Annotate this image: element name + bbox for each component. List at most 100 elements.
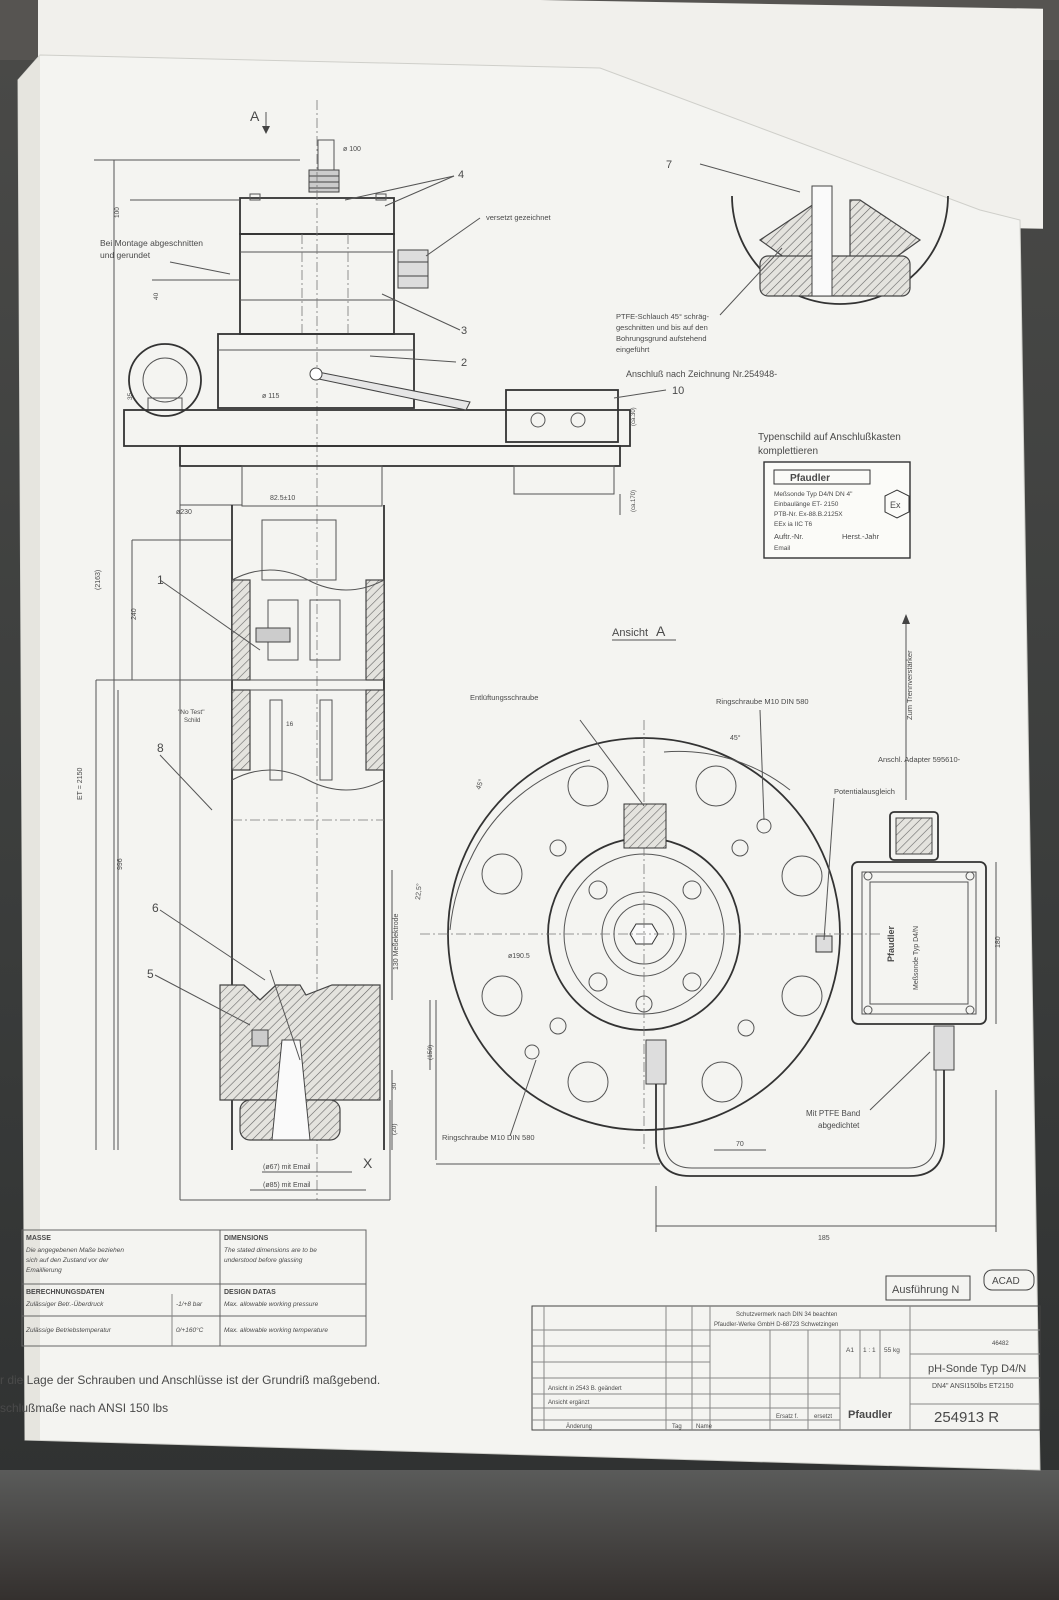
nameplate-line5b: Herst.-Jahr — [842, 532, 880, 541]
schutz-label: Schutzvermerk nach DIN 34 beachten — [736, 1312, 837, 1318]
nameplate-line6: Email — [774, 545, 791, 552]
label-montage-1: Bei Montage abgeschnitten — [100, 238, 203, 248]
angle-22-5: 22,5° — [414, 883, 423, 900]
angle-45a: 45° — [730, 734, 741, 742]
callout-3: 3 — [461, 325, 467, 337]
ptfe-note-3: Bohrungsgrund aufstehend — [616, 334, 707, 343]
label-ptfe-band-1: Mit PTFE Band — [806, 1109, 860, 1118]
footer-note-2: schlußmaße nach ANSI 150 lbs — [0, 1401, 168, 1415]
dimensions-text-1: The stated dimensions are to be — [224, 1247, 317, 1254]
drawing-title: pH-Sonde Typ D4/N — [928, 1363, 1026, 1375]
title-block: Ausführung N ACAD Schutzvermerk nach DIN… — [531, 1269, 1041, 1431]
dim-825: 82.5±10 — [270, 495, 295, 502]
masse-text-1: Die angegebenen Maße beziehen — [26, 1247, 124, 1254]
ersatz-label: Ersatz f. — [776, 1414, 798, 1420]
ersetzt-label: ersetzt — [814, 1414, 832, 1420]
box-brand: Pfaudler — [886, 925, 896, 962]
aenderung-label: Änderung — [566, 1423, 592, 1430]
masse-head: MASSE — [26, 1235, 51, 1242]
label-potentialausgleich: Potentialausgleich — [834, 787, 895, 796]
design-head: DESIGN DATAS — [224, 1289, 276, 1296]
paper-shadow-fold — [18, 55, 40, 1440]
label-adapter: Anschl. Adapter 595610- — [878, 755, 961, 764]
nameplate-brand: Pfaudler — [790, 473, 830, 484]
dim-100: 100 — [114, 207, 121, 218]
notes-table: MASSE Die angegebenen Maße beziehen sich… — [21, 1229, 367, 1347]
flange-top-view — [420, 709, 880, 1165]
top-leaders — [94, 159, 667, 1150]
num-right-label: 46482 — [992, 1341, 1009, 1347]
callout-6: 6 — [152, 901, 159, 915]
dim-d67: (ø67) mit Email — [263, 1164, 311, 1171]
nameplate-line3: PTB-Nr. Ex-88.B.2125X — [774, 511, 843, 518]
label-ptfe-band-2: abgedichtet — [818, 1121, 860, 1130]
angle-45b: 45° — [474, 778, 485, 791]
no-test-label-2: Schild — [184, 718, 200, 724]
berechnung-val1: -1/+8 bar — [176, 1301, 203, 1308]
view-a-title: Ansicht — [612, 627, 648, 639]
title-brand: Pfaudler — [848, 1409, 893, 1421]
dim-70: 70 — [736, 1141, 744, 1148]
design-row1: Max. allowable working pressure — [224, 1301, 319, 1308]
dim-996: 996 — [117, 858, 124, 870]
size-label: A1 — [846, 1347, 854, 1354]
berechnung-head: BERECHNUNGSDATEN — [26, 1289, 104, 1296]
ptfe-note-2: geschnitten und bis auf den — [616, 323, 708, 332]
typenschild-note-1: Typenschild auf Anschlußkasten — [758, 432, 901, 443]
nameplate-line5: Auftr.-Nr. — [774, 532, 804, 541]
dimensions-text-2: understood before glassing — [224, 1257, 303, 1264]
acad-label: ACAD — [992, 1276, 1020, 1287]
dim-150: (150) — [427, 1045, 434, 1060]
dim-16: 16 — [286, 721, 294, 728]
dim-30: 30 — [391, 1082, 398, 1090]
shaft-section — [95, 505, 431, 1201]
scale-label: 1 : 1 — [863, 1347, 876, 1354]
nameplate-line2: Einbaulänge ET- 2150 — [774, 501, 839, 508]
weight-label: 55 kg — [884, 1347, 900, 1354]
section-marker-label: A — [250, 108, 260, 124]
nameplate: Pfaudler Meßsonde Typ D4/N DN 4" Einbaul… — [763, 461, 911, 559]
revision-b: Ansicht ergänzt — [548, 1400, 590, 1406]
dim-d115: ø 115 — [262, 393, 279, 400]
junction-box: Pfaudler Meßsonde Typ D4/N 180 — [645, 811, 1002, 1232]
drawing-subtitle: DN4" ANSI150lbs ET2150 — [932, 1383, 1014, 1390]
design-row2: Max. allowable working temperature — [224, 1327, 328, 1334]
dim-d85: (ø85) mit Email — [263, 1182, 311, 1189]
dim-35: 35 — [127, 392, 134, 400]
callout-7: 7 — [666, 159, 672, 171]
dim-et-2150: ET = 2150 — [77, 768, 84, 800]
name-label: Name — [696, 1424, 713, 1430]
berechnung-val2: 0/+160°C — [176, 1326, 204, 1334]
callout-5: 5 — [147, 967, 154, 981]
dim-d190-5: ø190.5 — [508, 953, 530, 960]
detail-view-7: 7 PTFE-Schlauch 45° schräg- geschnitten … — [616, 159, 949, 354]
label-montage-2: und gerundet — [100, 250, 151, 260]
section-marker-a: A — [250, 108, 270, 134]
ptfe-note-1: PTFE-Schlauch 45° schräg- — [616, 312, 710, 321]
ex-mark: Ex — [890, 500, 901, 510]
tag-label: Tag — [672, 1424, 682, 1430]
masse-text-3: Emaillierung — [26, 1267, 62, 1274]
desk-bottom-edge — [0, 1470, 1059, 1600]
label-ring-top: Ringschraube M10 DIN 580 — [716, 697, 809, 706]
callout-2: 2 — [461, 357, 467, 369]
callout-8: 8 — [157, 741, 164, 755]
revision-a: Ansicht in 2543 B. geändert — [548, 1386, 622, 1392]
head-assembly — [123, 100, 631, 1200]
nameplate-line1: Meßsonde Typ D4/N DN 4" — [774, 491, 853, 498]
label-ring-bottom: Ringschraube M10 DIN 580 — [442, 1133, 535, 1142]
dim-40: 40 — [153, 292, 160, 300]
nameplate-line4: EEx ia IIC T6 — [774, 521, 813, 528]
berechnung-row2: Zulässige Betriebstemperatur — [25, 1327, 112, 1334]
berechnung-row1: Zulässiger Betr.-Überdruck — [25, 1300, 104, 1308]
dim-130-electrode: 130 Meßelektrode — [393, 913, 400, 970]
dim-d100: ø 100 — [343, 146, 361, 153]
x-mark: X — [363, 1155, 373, 1171]
dim-180: 180 — [995, 936, 1002, 948]
label-zum-trennverstaerker: Zum Trennverstärker — [905, 650, 914, 720]
ptfe-note-4: eingeführt — [616, 345, 650, 354]
dim-20: (20) — [391, 1123, 398, 1135]
box-text: Meßsonde Typ D4/N — [913, 926, 920, 990]
view-a-letter: A — [656, 623, 666, 639]
